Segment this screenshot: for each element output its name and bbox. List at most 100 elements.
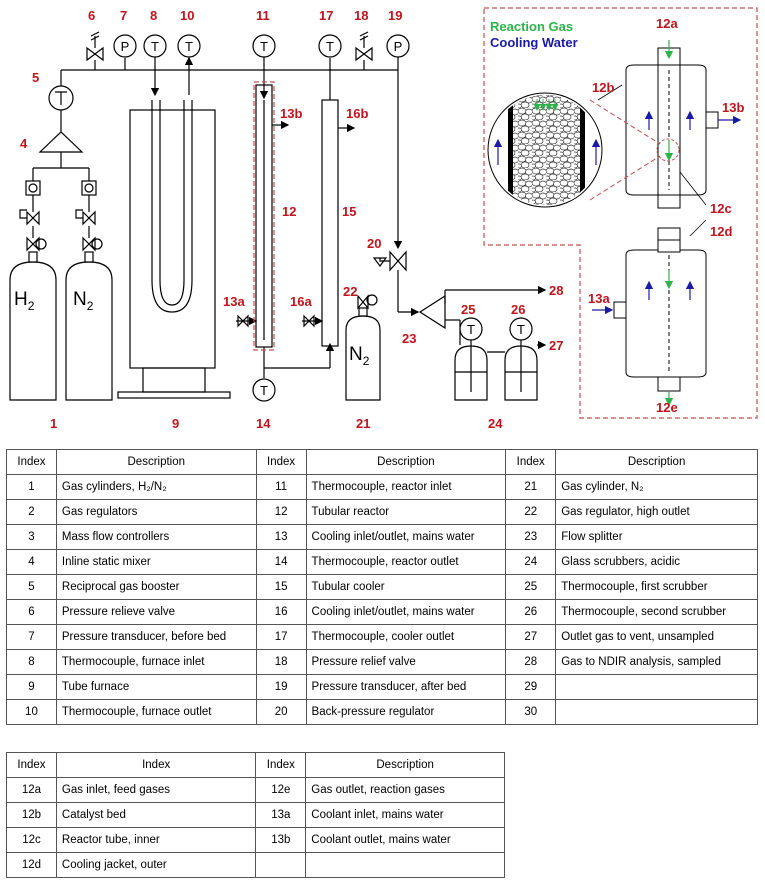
description-cell: Inline static mixer [55,549,257,575]
description-cell: Glass scrubbers, acidic [555,549,758,575]
index-cell: 16 [255,599,307,625]
inset-label-12a: 12a [656,16,678,31]
label-8: 8 [150,8,157,23]
index-cell: 17 [255,624,307,650]
index-cell: 3 [6,524,57,550]
index-cell: 11 [255,474,307,500]
header-index-1: Index [6,449,57,475]
header-index-3: Index [505,449,557,475]
label-16a: 16a [290,294,312,309]
coolant-inlet-valve-13a [237,314,249,328]
label-11: 11 [256,8,270,23]
description-cell: Outlet gas to vent, unsampled [555,624,758,650]
label-6: 6 [88,8,95,23]
thermocouple-25 [459,317,483,341]
description-cell: Mass flow controllers [55,524,257,550]
description-cell: Gas inlet, feed gases [55,777,257,803]
description-cell: Cooling jacket, outer [55,852,257,878]
header-index-2: Index [255,449,307,475]
description-cell: Reactor tube, inner [55,827,257,853]
detail-header-col2: Index [55,752,257,778]
thermocouple-10 [177,34,201,58]
pressure-relief-valve-6 [86,46,104,62]
n2-mfc-valve [82,210,96,226]
label-7: 7 [120,8,127,23]
description-cell: Pressure transducer, before bed [55,624,257,650]
label-4: 4 [20,136,28,151]
header-description-2: Description [305,449,507,475]
h2-regulator-gauge [35,238,47,250]
description-cell: Cooling inlet/outlet, mains water [305,524,507,550]
index-cell: 19 [255,674,307,700]
label-20: 20 [367,236,381,251]
detail-table-header: Index Index Index Description [6,752,505,778]
t-letter-17: T [326,39,334,54]
inset-label-12c: 12c [710,201,732,216]
label-17: 17 [319,8,333,23]
label-16b: 16b [346,106,368,121]
index-cell: 25 [505,574,557,600]
label-22: 22 [343,284,357,299]
label-27: 27 [549,338,563,353]
gas-regulator-22 [357,294,369,310]
process-flow-diagram: H2 N2 N2 P T T T T T P T T 1 4 5 6 7 8 9… [9,7,758,431]
description-cell: Thermocouple, cooler outlet [305,624,507,650]
index-cell: 13 [255,524,307,550]
label-21: 21 [356,416,370,431]
description-cell [305,852,505,878]
index-cell: 2 [6,499,57,525]
inset-label-12b: 12b [592,80,614,95]
index-cell: 12 [255,499,307,525]
n2-cylinder-label: N2 [73,289,94,313]
description-cell [555,699,758,725]
label-13b: 13b [280,106,302,121]
h2-valve [26,236,40,252]
index-cell: 26 [505,599,557,625]
description-cell: Thermocouple, second scrubber [555,599,758,625]
index-cell: 21 [505,474,557,500]
description-cell: Tube furnace [55,674,257,700]
t-letter-8: T [151,39,159,54]
index-cell [255,852,307,878]
component-table: Index Description Index Description Inde… [6,449,758,725]
inset-label-13b: 13b [722,100,744,115]
description-cell: Tubular cooler [305,574,507,600]
description-cell: Coolant inlet, mains water [305,802,505,828]
tube-furnace [129,109,216,369]
t-letter-25: T [467,322,475,337]
index-cell: 7 [6,624,57,650]
static-mixer [38,131,84,153]
index-cell: 6 [6,599,57,625]
description-cell: Thermocouple, furnace outlet [55,699,257,725]
t-letter-10: T [185,39,193,54]
label-24: 24 [488,416,503,431]
h2-cylinder [9,251,57,401]
coolant-inlet-valve-16a [303,314,315,328]
index-cell: 24 [505,549,557,575]
n2-regulator-gauge [91,238,103,250]
index-cell: 12c [6,827,57,853]
description-cell: Catalyst bed [55,802,257,828]
description-cell: Gas regulator, high outlet [555,499,758,525]
label-9: 9 [172,416,179,431]
index-cell: 27 [505,624,557,650]
index-cell: 12e [255,777,307,803]
description-cell: Cooling inlet/outlet, mains water [305,599,507,625]
thermocouple-8 [143,34,167,58]
index-cell: 15 [255,574,307,600]
detail-header-index: Index [6,752,57,778]
label-14: 14 [256,416,271,431]
thermocouple-17 [318,34,342,58]
label-18: 18 [354,8,368,23]
index-cell: 28 [505,649,557,675]
label-12: 12 [282,204,296,219]
